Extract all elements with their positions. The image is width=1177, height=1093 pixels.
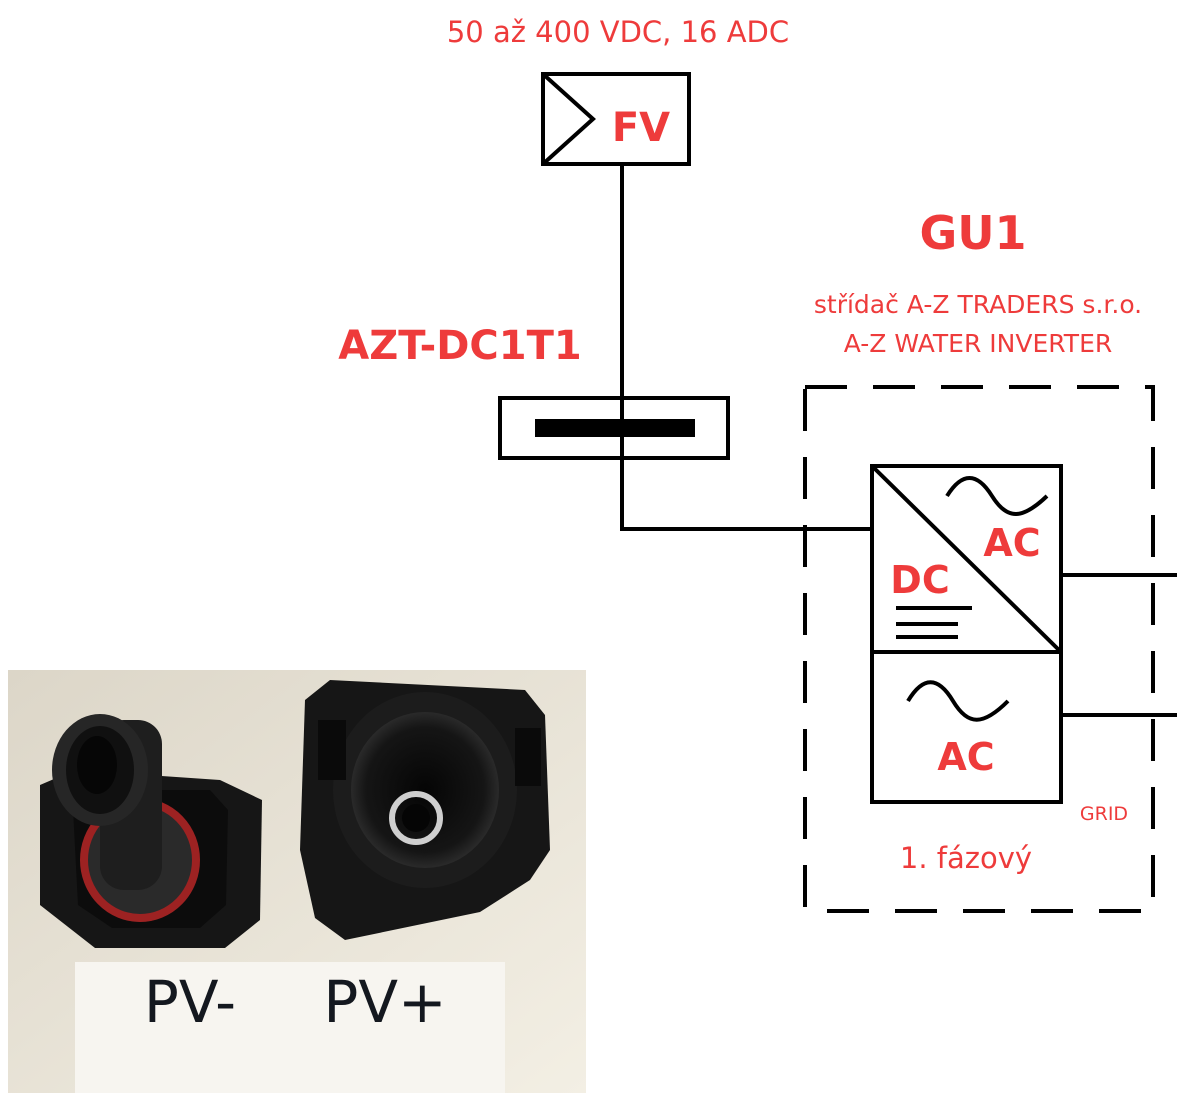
ac-output-lines: [1061, 573, 1177, 717]
pv-plus-connector: [300, 680, 550, 940]
ac-grid-block-symbol: [870, 650, 1063, 804]
pv-panel-symbol: [541, 72, 691, 166]
dc-breaker-symbol: [498, 396, 730, 460]
inverter-model-line: A-Z WATER INVERTER: [844, 329, 1113, 358]
dc-wire: [620, 164, 872, 531]
pv-symbol-label: FV: [612, 105, 670, 151]
grid-block-label: AC: [937, 735, 994, 779]
inverter-maker-line: střídač A-Z TRADERS s.r.o.: [814, 290, 1142, 319]
inverter-id-label: GU1: [919, 206, 1026, 260]
pv-rating-label: 50 až 400 VDC, 16 ADC: [447, 15, 789, 49]
phase-label: 1. fázový: [900, 841, 1032, 875]
dc-breaker-label: AZT-DC1T1: [338, 323, 581, 369]
grid-label: GRID: [1080, 803, 1128, 825]
pv-minus-label: PV-: [144, 968, 236, 1036]
inverter-enclosure: [803, 385, 1155, 913]
pv-minus-connector: [40, 714, 262, 948]
pv-plus-label: PV+: [323, 968, 446, 1036]
converter-output-label: AC: [983, 521, 1040, 565]
connector-photo: PV- PV+: [8, 670, 586, 1093]
converter-input-label: DC: [890, 558, 949, 602]
